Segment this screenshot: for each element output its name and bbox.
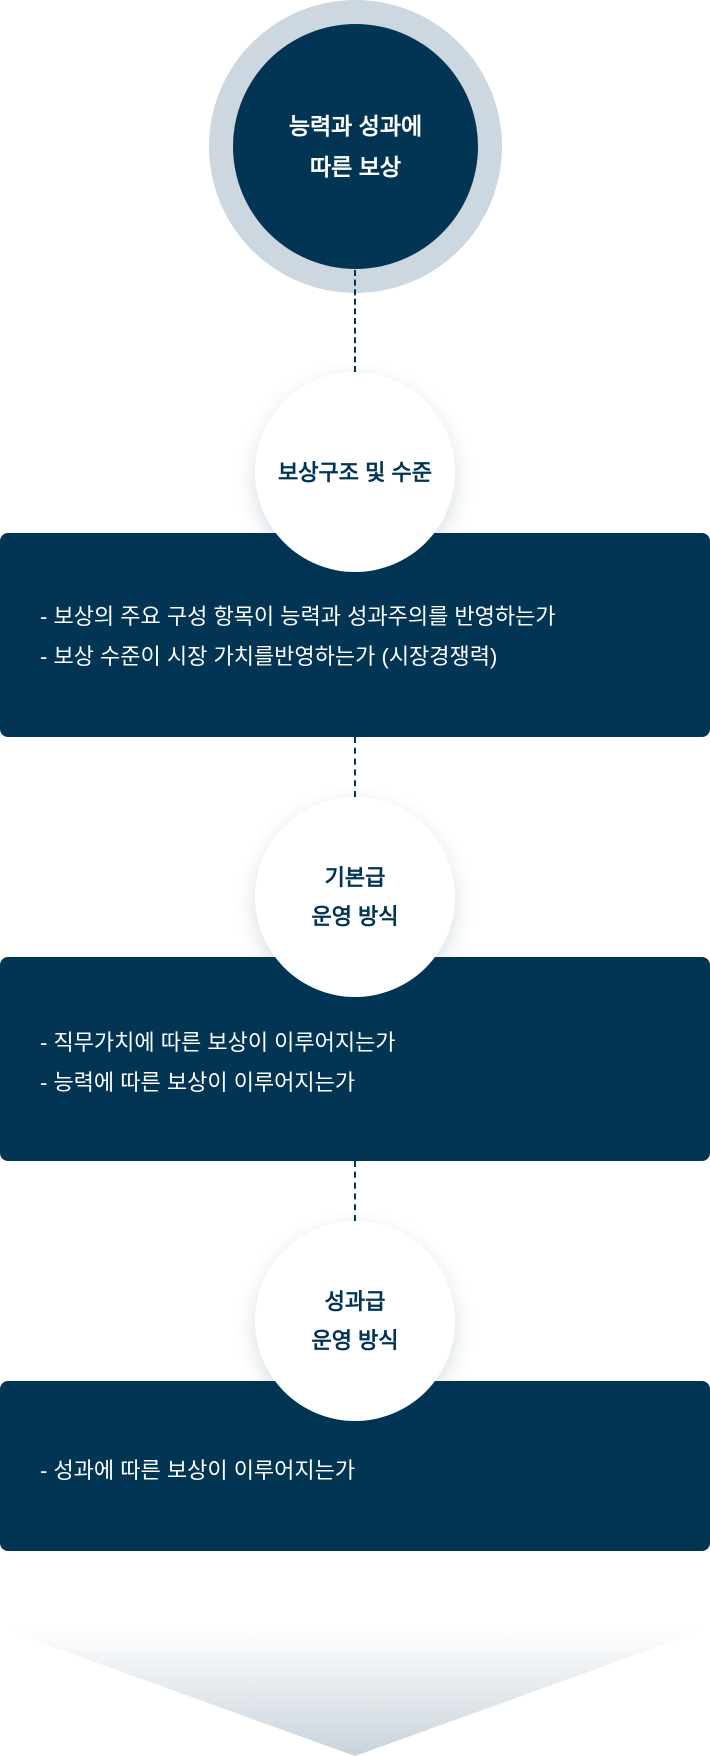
step-circle-compensation-structure: 보상구조 및 수준 (255, 372, 455, 572)
step-item: - 보상의 주요 구성 항목이 능력과 성과주의를 반영하는가 (40, 604, 556, 629)
step-box-performance-pay: - 성과에 따른 보상이 이루어지는가 (0, 1381, 710, 1551)
step-circle-base-pay: 기본급 운영 방식 (255, 797, 455, 997)
step-title-line1: 보상구조 및 수준 (278, 459, 432, 485)
main-circle: 능력과 성과에 따른 보상 (233, 24, 478, 269)
step-item: - 능력에 따른 보상이 이루어지는가 (40, 1070, 356, 1095)
dashed-connector-1 (354, 270, 356, 372)
step-title-line2: 운영 방식 (311, 904, 399, 929)
step-item: - 직무가치에 따른 보상이 이루어지는가 (40, 1030, 396, 1055)
step-title-line2: 운영 방식 (311, 1328, 399, 1353)
dashed-connector-3 (354, 1161, 356, 1221)
step-title-line1: 기본급 (324, 865, 386, 890)
dashed-connector-2 (354, 737, 356, 797)
step-item: - 보상 수준이 시장 가치를반영하는가 (시장경쟁력) (40, 644, 498, 669)
main-title-line2: 따른 보상 (309, 153, 402, 180)
down-arrow-icon (0, 1628, 710, 1756)
main-title-line1: 능력과 성과에 (288, 112, 423, 139)
step-item: - 성과에 따른 보상이 이루어지는가 (40, 1458, 356, 1483)
step-circle-performance-pay: 성과급 운영 방식 (255, 1221, 455, 1421)
step-title-line1: 성과급 (324, 1289, 386, 1314)
